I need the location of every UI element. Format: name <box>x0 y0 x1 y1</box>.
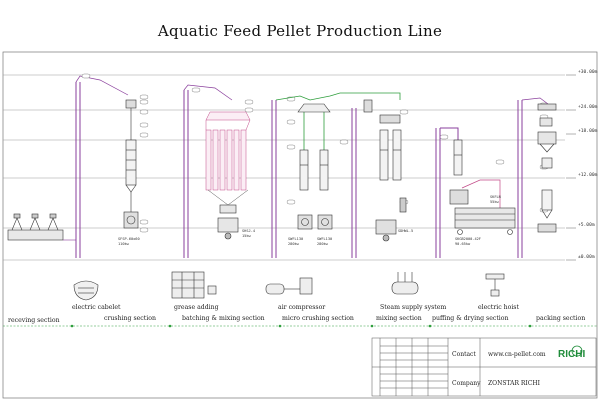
company-label: Company <box>452 380 481 387</box>
mixing-equipment <box>363 99 407 242</box>
crusher-model: SFSP-60x60 <box>118 237 140 241</box>
grease-adding-graphic <box>171 271 217 299</box>
elevation-label: +18.00m <box>578 128 598 134</box>
contact-label: Contact <box>452 351 476 358</box>
section-label-puffing-drying: puffing & drying section <box>432 315 509 322</box>
micro-crusher-2-model: SWFL130 <box>317 237 332 241</box>
section-label-batching-mixing: batching & mixing section <box>182 315 265 322</box>
steam-supply-graphic <box>391 272 419 295</box>
elevation-label: +12.00m <box>578 172 598 178</box>
drawing-frame <box>2 51 598 399</box>
micro-crusher-model: SWFL130 <box>288 237 303 241</box>
elevation-label: +30.00m <box>578 69 598 75</box>
bucket-elevator-3 <box>271 100 277 258</box>
dryer-power: 90-65kw <box>455 242 471 246</box>
electric-cabinet-label: electric cabelet <box>72 304 121 311</box>
bucket-elevator-5 <box>435 127 459 258</box>
company-website: www.cn-pellet.com <box>488 351 546 358</box>
micro-crushing-pipes <box>275 92 401 150</box>
section-markers <box>70 324 532 328</box>
section-label-crushing: crushing section <box>104 315 156 322</box>
micro-crusher-power: 280kw <box>288 242 300 246</box>
section-label-receiving: receving section <box>8 317 60 324</box>
elevation-label: +5.00m <box>578 222 595 228</box>
electric-hoist-graphic <box>485 273 505 297</box>
section-label-mixing: mixing section <box>376 315 422 322</box>
electric-cabinet-graphic <box>73 280 99 301</box>
electric-hoist-label: electric hoist <box>478 304 519 311</box>
puffing-drying-equipment <box>449 139 516 235</box>
bucket-elevator-6 <box>517 97 549 258</box>
diagram-title: Aquatic Feed Pellet Production Line <box>157 22 443 40</box>
grease-adding-label: grease adding <box>174 304 219 311</box>
elevation-label: +24.00m <box>578 104 598 110</box>
crusher-power: 110kw <box>118 242 130 246</box>
section-label-packing: packing section <box>536 315 585 322</box>
elevation-grid <box>3 74 565 261</box>
cooler-power: 55kw <box>490 200 499 204</box>
mixer-model: SHSJ-4 <box>242 229 255 233</box>
bucket-elevator-4 <box>351 108 357 258</box>
batching-bins <box>205 111 251 206</box>
section-label-micro-crushing: micro crushing section <box>282 315 354 322</box>
bucket-elevator-1 <box>75 75 129 258</box>
elevation-label: ±0.00m <box>578 254 595 260</box>
logo-text: RICHI <box>558 349 585 360</box>
air-compressor-graphic <box>265 277 313 295</box>
micro-crusher-2-power: 280kw <box>317 242 329 246</box>
title-block <box>371 337 597 397</box>
dryer-model: SKGB2000-42F <box>455 237 481 241</box>
air-compressor-label: air compressor <box>278 304 325 311</box>
cooler-model: SKFLN <box>490 195 501 199</box>
crushing-equipment <box>123 99 139 229</box>
conditioner-model: SDHWL-5 <box>398 229 413 233</box>
mixer <box>217 204 239 240</box>
micro-crushing-equipment <box>297 103 333 230</box>
elevation-labels: +30.00m +24.00m +18.00m +12.00m +5.00m ±… <box>566 69 598 261</box>
mixer-power: 15kw <box>242 234 251 238</box>
packing-equipment <box>537 103 557 233</box>
bucket-elevator-2 <box>183 84 233 258</box>
steam-supply-label: Steam supply system <box>380 304 446 311</box>
richi-logo: RICHI <box>558 345 585 360</box>
puffing-drying-pipes <box>461 179 501 208</box>
company-name: ZONSTAR RICHI <box>488 380 541 387</box>
receiving-equipment <box>7 213 76 241</box>
